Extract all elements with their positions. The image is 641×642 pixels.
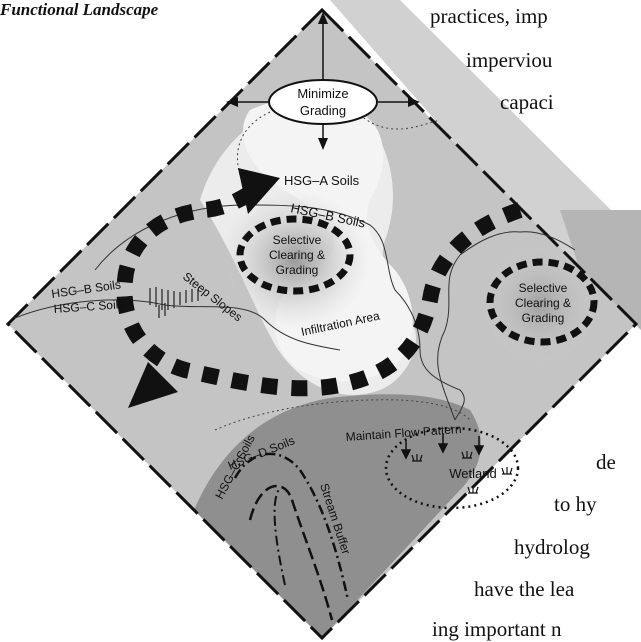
- selective-right-label-3: Grading: [522, 311, 565, 325]
- minimize-grading-ellipse: [268, 79, 378, 125]
- body-text-bottom-2: to hy: [554, 492, 597, 516]
- hsg-c-left-label: HSG–C Soils: [53, 297, 124, 316]
- side-tab-shape: [330, 0, 641, 330]
- wetland-boundary: [384, 426, 520, 510]
- hsg-a-boundary: [236, 95, 441, 176]
- hsg-c-boundary: [14, 299, 341, 351]
- figure-caption: Functional Landscape: [0, 0, 159, 19]
- body-text-bottom-1: de: [596, 450, 616, 474]
- stream-line: [248, 484, 334, 621]
- hsg-b-boundary-right: [437, 231, 576, 421]
- body-text-right-2: imperviou: [466, 48, 553, 72]
- selective-left-label-1: Selective: [273, 233, 322, 247]
- site-boundary: [5, 7, 639, 641]
- selective-clearing-ring-left: [236, 215, 354, 295]
- body-text-bottom-5: ing important n: [432, 617, 562, 641]
- minimize-grading-callout: Minimize Grading: [226, 12, 420, 150]
- side-tab-shape-lower: [560, 210, 641, 330]
- minimize-grading-label-1: Minimize: [297, 86, 348, 101]
- stream-buffer-line-outer: [233, 452, 350, 601]
- selective-right-label-2: Clearing &: [515, 296, 571, 310]
- hsg-cd-boundary: [214, 399, 471, 431]
- wetland-symbols: [411, 451, 513, 494]
- hsg-a-label: HSG–A Soils: [284, 173, 360, 188]
- body-text-bottom-3: hydrolog: [514, 535, 590, 559]
- body-text-right-3: capaci: [500, 90, 554, 114]
- wetland-label: Wetland: [449, 466, 496, 481]
- flow-arrowhead-bottom: [128, 362, 178, 408]
- minimize-grading-label-2: Grading: [300, 103, 346, 118]
- selective-clearing-ring-right: [486, 258, 598, 346]
- selective-left-label-3: Grading: [276, 263, 319, 277]
- body-text-right-1: practices, imp: [430, 4, 548, 28]
- stream-buffer-line-inner: [273, 487, 286, 586]
- flow-arrow-path: [116, 183, 523, 397]
- flow-arrowhead-top: [238, 168, 280, 214]
- maintain-flow-arrows: [400, 434, 485, 460]
- body-text-bottom-4: have the lea: [474, 577, 575, 601]
- selective-left-label-2: Clearing &: [269, 248, 325, 262]
- selective-right-label-1: Selective: [519, 281, 568, 295]
- steep-slopes-hatch: [149, 287, 199, 318]
